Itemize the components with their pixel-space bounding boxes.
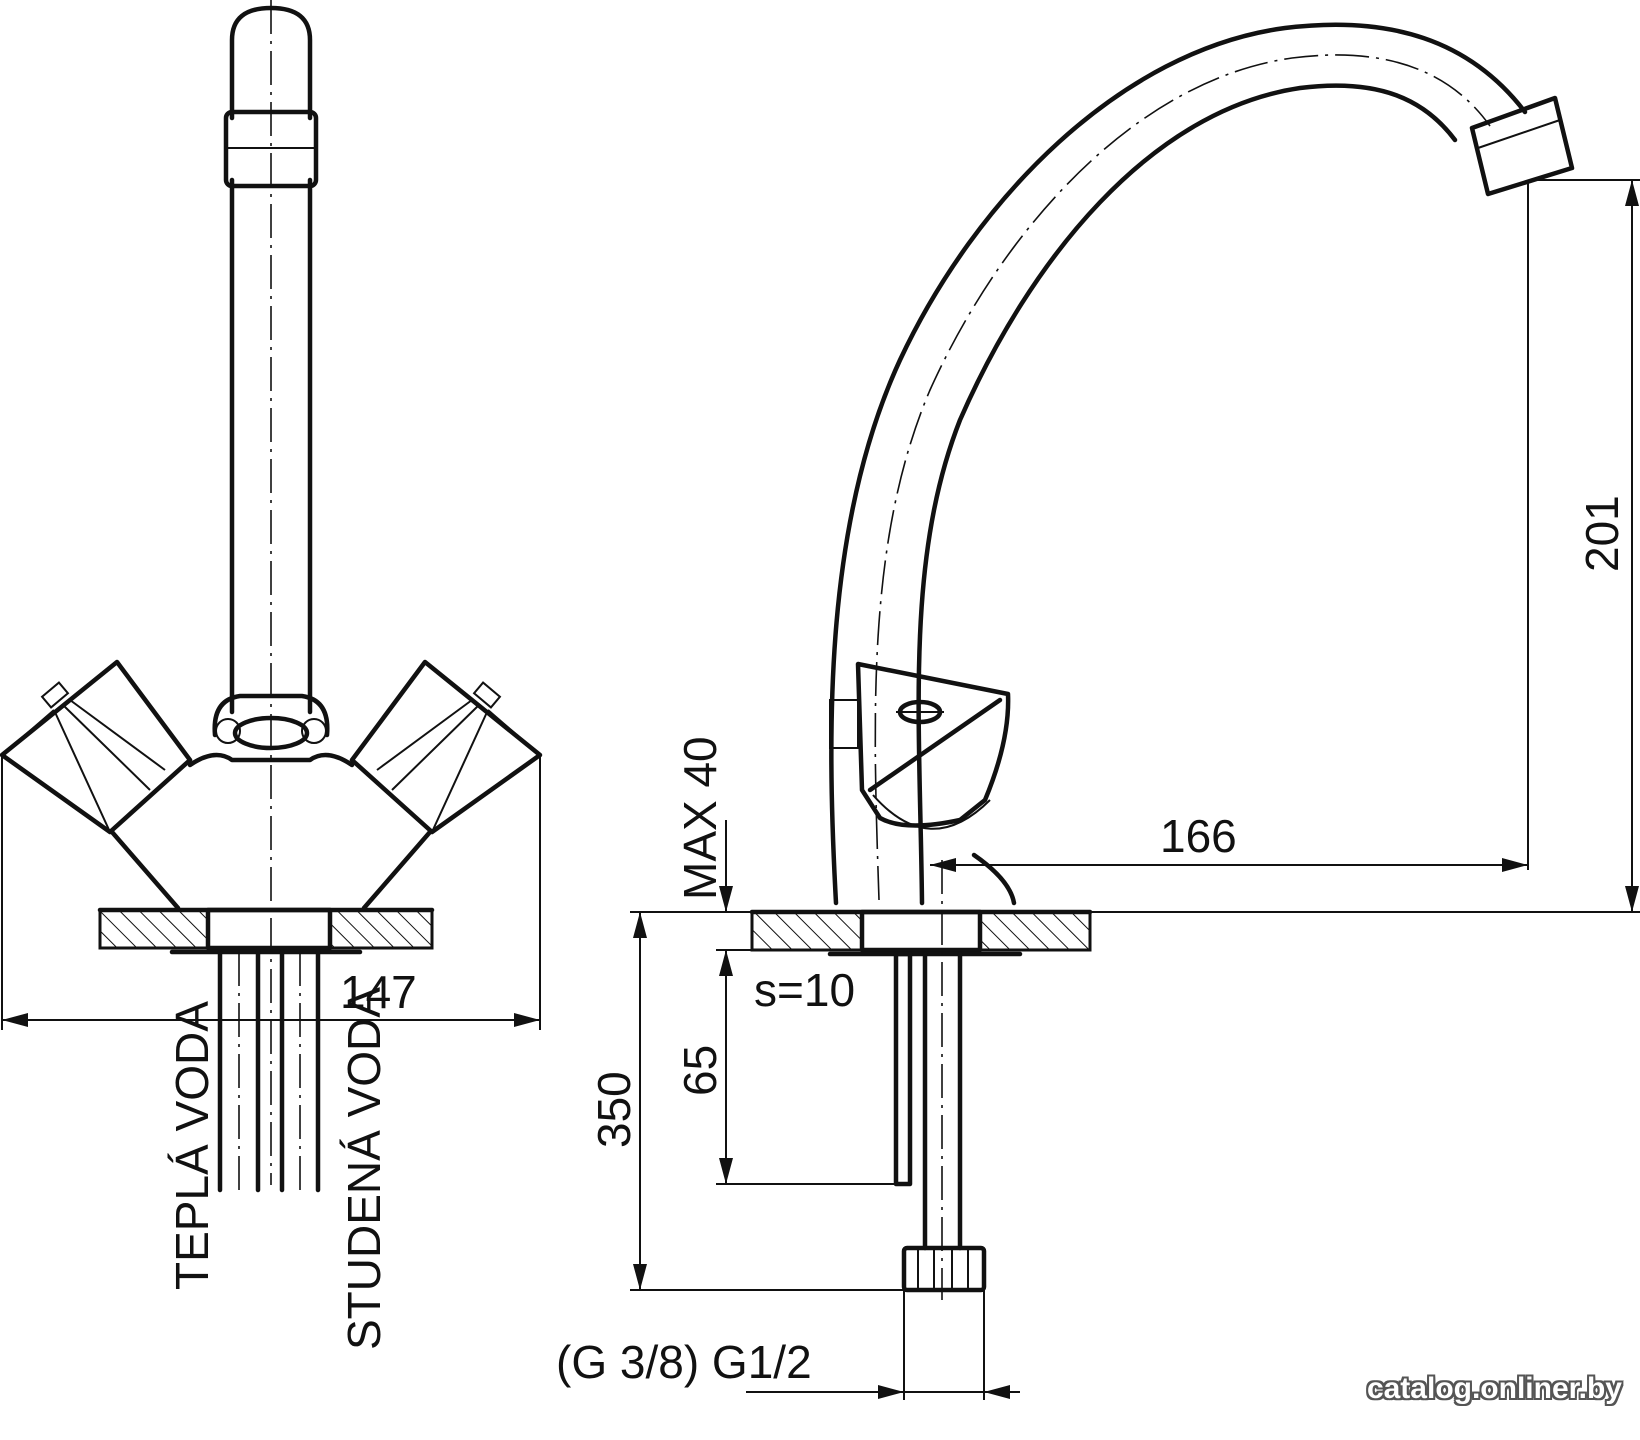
max-thickness-label: MAX 40 bbox=[674, 736, 726, 900]
side-view bbox=[630, 22, 1640, 1400]
tail-length-label: 65 bbox=[674, 1045, 726, 1096]
width-dimension-label: 147 bbox=[340, 966, 417, 1018]
connection-thread-label: (G 3/8) G1/2 bbox=[556, 1336, 812, 1388]
hot-water-label: TEPLÁ VODA bbox=[166, 1001, 218, 1290]
watermark: catalog.onliner.by bbox=[1366, 1372, 1622, 1405]
hose-length-label: 350 bbox=[588, 1071, 640, 1148]
spout-height-label: 201 bbox=[1576, 495, 1628, 572]
spout-reach-label: 166 bbox=[1160, 810, 1237, 862]
front-view bbox=[0, 0, 543, 1193]
cold-water-label: STUDENÁ VODA bbox=[338, 987, 390, 1350]
plate-thickness-label: s=10 bbox=[754, 964, 855, 1016]
